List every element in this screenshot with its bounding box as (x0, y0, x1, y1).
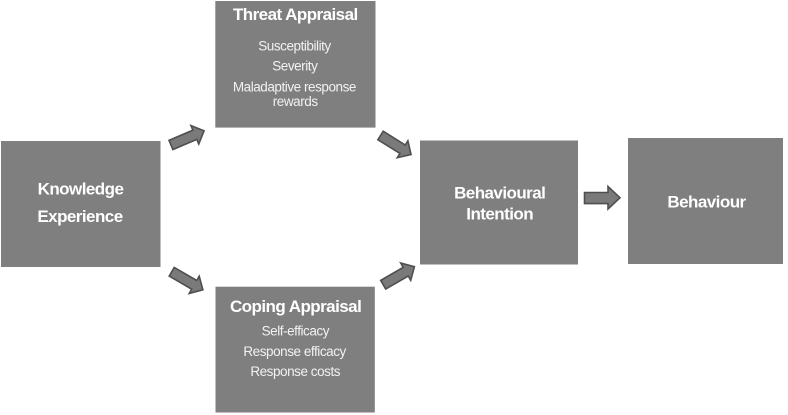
svg-text:Response costs: Response costs (250, 364, 340, 379)
svg-text:Response efficacy: Response efficacy (243, 344, 346, 359)
svg-text:Behaviour: Behaviour (667, 193, 746, 212)
svg-text:Susceptibility: Susceptibility (258, 38, 331, 53)
svg-text:Coping Appraisal: Coping Appraisal (230, 297, 361, 316)
svg-text:Self-efficacy: Self-efficacy (262, 324, 330, 339)
svg-text:Severity: Severity (272, 58, 318, 73)
svg-text:Experience: Experience (37, 207, 122, 226)
svg-text:rewards: rewards (273, 94, 319, 109)
svg-text:Maladaptive response: Maladaptive response (233, 79, 356, 94)
svg-text:Behavioural: Behavioural (454, 184, 545, 203)
svg-text:Intention: Intention (466, 205, 533, 224)
svg-text:Threat Appraisal: Threat Appraisal (233, 5, 358, 24)
svg-text:Knowledge: Knowledge (38, 179, 124, 198)
